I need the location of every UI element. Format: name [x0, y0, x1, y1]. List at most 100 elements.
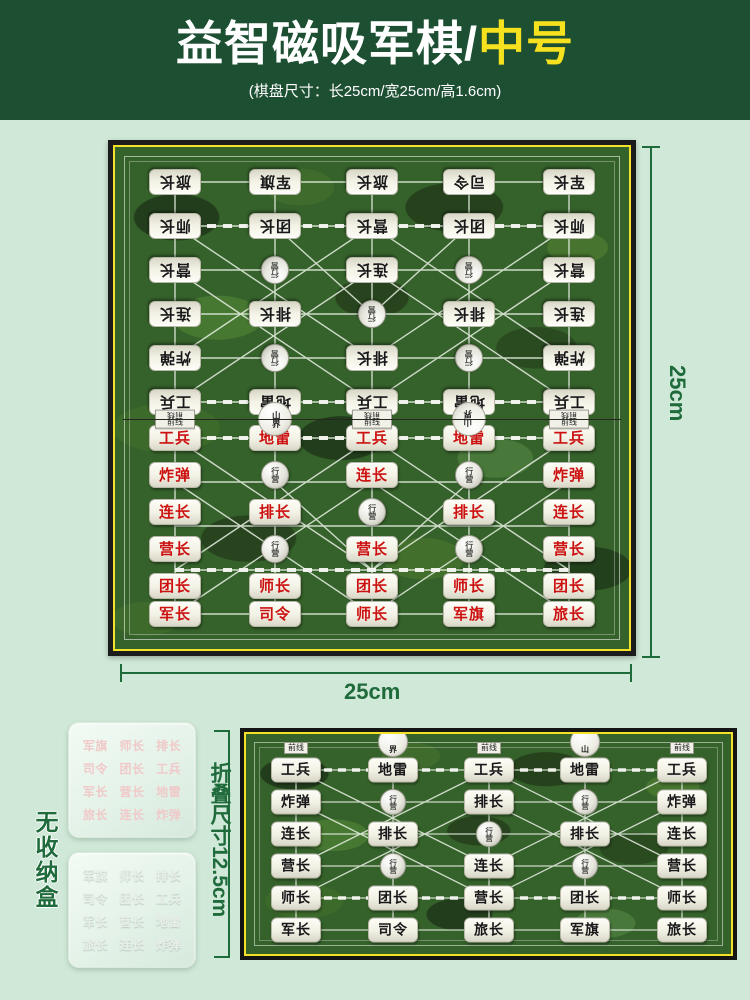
- board-piece[interactable]: 营长: [346, 213, 398, 239]
- piece-tray-bottom-cell[interactable]: 司令: [82, 891, 108, 906]
- board-piece[interactable]: 工兵: [149, 425, 201, 451]
- board-piece[interactable]: 旅长: [149, 169, 201, 195]
- board-piece[interactable]: 司令: [249, 601, 301, 627]
- piece-tray-top-cell[interactable]: 营长: [119, 784, 145, 799]
- board-piece[interactable]: 团长: [543, 573, 595, 599]
- board-piece[interactable]: 炸弹: [543, 345, 595, 371]
- board-piece[interactable]: 营长: [346, 536, 398, 562]
- board-piece[interactable]: 司令: [443, 169, 495, 195]
- folded-board-piece[interactable]: 团长: [560, 885, 610, 911]
- board-camp[interactable]: 行营: [358, 498, 386, 526]
- board-piece[interactable]: 旅长: [543, 601, 595, 627]
- board-camp[interactable]: 行营: [455, 461, 483, 489]
- folded-board-piece[interactable]: 工兵: [657, 757, 707, 783]
- board-piece[interactable]: 排长: [249, 499, 301, 525]
- folded-board-camp[interactable]: 行营: [572, 853, 598, 879]
- folded-board-piece[interactable]: 团长: [368, 885, 418, 911]
- piece-tray-bottom-cell[interactable]: 团长: [119, 891, 145, 906]
- piece-tray-top-cell[interactable]: 连长: [119, 807, 145, 822]
- piece-tray-bottom-cell[interactable]: 连长: [119, 937, 145, 952]
- folded-board-piece[interactable]: 工兵: [271, 757, 321, 783]
- board-piece[interactable]: 炸弹: [149, 345, 201, 371]
- folded-board-camp[interactable]: 行营: [380, 789, 406, 815]
- piece-tray-top-cell[interactable]: 师长: [119, 738, 145, 753]
- piece-tray-bottom-cell[interactable]: 军旗: [82, 868, 108, 883]
- folded-board-camp[interactable]: 行营: [572, 789, 598, 815]
- folded-board-camp[interactable]: 行营: [380, 853, 406, 879]
- board-piece[interactable]: 师长: [443, 573, 495, 599]
- folded-board-piece[interactable]: 连长: [657, 821, 707, 847]
- piece-tray-top-cell[interactable]: 旅长: [82, 807, 108, 822]
- folded-board-piece[interactable]: 师长: [271, 885, 321, 911]
- board-piece[interactable]: 连长: [346, 462, 398, 488]
- board-piece[interactable]: 军长: [543, 169, 595, 195]
- board-piece[interactable]: 军旗: [443, 601, 495, 627]
- board-piece[interactable]: 排长: [443, 301, 495, 327]
- piece-tray-bottom-cell[interactable]: 师长: [119, 868, 145, 883]
- piece-tray-top-cell[interactable]: 炸弹: [156, 807, 182, 822]
- board-piece[interactable]: 连长: [543, 499, 595, 525]
- board-piece[interactable]: 团长: [443, 213, 495, 239]
- folded-board-piece[interactable]: 司令: [368, 917, 418, 943]
- piece-tray-bottom-cell[interactable]: 地雷: [156, 914, 182, 929]
- board-piece[interactable]: 营长: [543, 257, 595, 283]
- piece-tray-top-cell[interactable]: 团长: [119, 761, 145, 776]
- board-camp[interactable]: 行营: [455, 535, 483, 563]
- board-camp[interactable]: 行营: [261, 461, 289, 489]
- board-piece[interactable]: 师长: [543, 213, 595, 239]
- board-camp[interactable]: 行营: [455, 344, 483, 372]
- board-piece[interactable]: 师长: [149, 213, 201, 239]
- board-camp[interactable]: 行营: [261, 344, 289, 372]
- board-piece[interactable]: 军长: [149, 601, 201, 627]
- folded-board-piece[interactable]: 炸弹: [657, 789, 707, 815]
- folded-board-piece[interactable]: 军长: [271, 917, 321, 943]
- board-piece[interactable]: 炸弹: [149, 462, 201, 488]
- folded-board-piece[interactable]: 排长: [464, 789, 514, 815]
- folded-board-piece[interactable]: 工兵: [464, 757, 514, 783]
- board-piece[interactable]: 工兵: [346, 425, 398, 451]
- folded-board-piece[interactable]: 排长: [560, 821, 610, 847]
- folded-board-piece[interactable]: 营长: [271, 853, 321, 879]
- folded-board-piece[interactable]: 旅长: [464, 917, 514, 943]
- folded-board-piece[interactable]: 营长: [464, 885, 514, 911]
- folded-board-piece[interactable]: 营长: [657, 853, 707, 879]
- folded-board-piece[interactable]: 炸弹: [271, 789, 321, 815]
- board-camp[interactable]: 行营: [358, 300, 386, 328]
- board-piece[interactable]: 连长: [543, 301, 595, 327]
- folded-board-piece[interactable]: 旅长: [657, 917, 707, 943]
- board-piece[interactable]: 连长: [149, 301, 201, 327]
- board-piece[interactable]: 营长: [149, 536, 201, 562]
- board-piece[interactable]: 军旗: [249, 169, 301, 195]
- folded-board-piece[interactable]: 排长: [368, 821, 418, 847]
- board-camp[interactable]: 行营: [261, 535, 289, 563]
- board-piece[interactable]: 工兵: [543, 425, 595, 451]
- board-piece[interactable]: 排长: [249, 301, 301, 327]
- piece-tray-bottom-cell[interactable]: 炸弹: [156, 937, 182, 952]
- piece-tray-top-cell[interactable]: 排长: [156, 738, 182, 753]
- folded-board-piece[interactable]: 师长: [657, 885, 707, 911]
- piece-tray-bottom-cell[interactable]: 排长: [156, 868, 182, 883]
- board-camp[interactable]: 行营: [261, 256, 289, 284]
- folded-board-piece[interactable]: 地雷: [368, 757, 418, 783]
- piece-tray-bottom-cell[interactable]: 工兵: [156, 891, 182, 906]
- board-piece[interactable]: 排长: [346, 345, 398, 371]
- board-piece[interactable]: 排长: [443, 499, 495, 525]
- piece-tray-top-cell[interactable]: 司令: [82, 761, 108, 776]
- piece-tray-top-cell[interactable]: 地雷: [156, 784, 182, 799]
- folded-board-piece[interactable]: 地雷: [560, 757, 610, 783]
- board-piece[interactable]: 营长: [543, 536, 595, 562]
- board-piece[interactable]: 连长: [149, 499, 201, 525]
- folded-board-piece[interactable]: 连长: [464, 853, 514, 879]
- piece-tray-top-cell[interactable]: 军长: [82, 784, 108, 799]
- board-piece[interactable]: 连长: [346, 257, 398, 283]
- board-piece[interactable]: 炸弹: [543, 462, 595, 488]
- piece-tray-top-cell[interactable]: 军旗: [82, 738, 108, 753]
- folded-board-piece[interactable]: 连长: [271, 821, 321, 847]
- board-piece[interactable]: 团长: [249, 213, 301, 239]
- piece-tray-bottom-cell[interactable]: 营长: [119, 914, 145, 929]
- folded-board-camp[interactable]: 行营: [476, 821, 502, 847]
- piece-tray-top-cell[interactable]: 工兵: [156, 761, 182, 776]
- piece-tray-bottom-cell[interactable]: 旅长: [82, 937, 108, 952]
- board-piece[interactable]: 师长: [346, 601, 398, 627]
- board-piece[interactable]: 团长: [346, 573, 398, 599]
